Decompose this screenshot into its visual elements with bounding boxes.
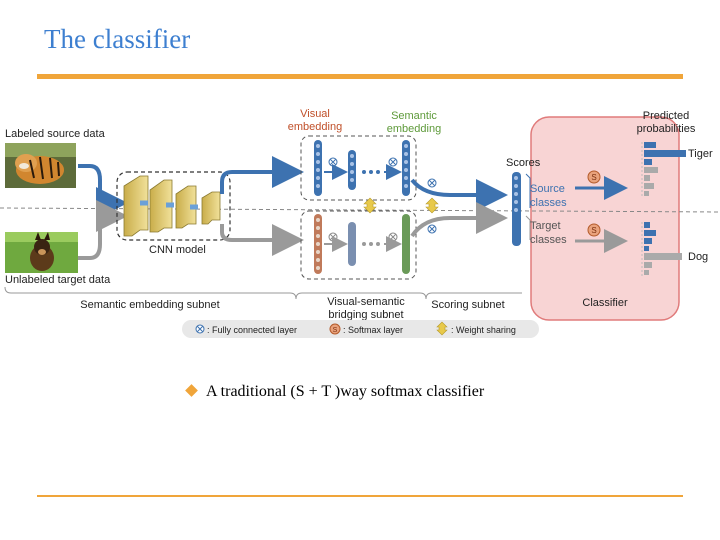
subnet-classifier-label: Classifier: [582, 297, 628, 309]
labeled-source-label: Labeled source data: [5, 128, 106, 140]
target-to-cnn-arrow: [78, 200, 128, 260]
target-embedding-box: [300, 210, 417, 280]
source-embedding-layers: [314, 140, 410, 196]
classifier-region: [530, 116, 680, 321]
dog-image: [5, 232, 78, 273]
target-embedding-layers: [314, 214, 410, 274]
svg-text:S: S: [333, 327, 338, 334]
top-rule: [37, 74, 683, 79]
source-embedding-box: [300, 135, 417, 201]
softmax-icon-target: S: [587, 223, 601, 237]
subnet-semantic-label: Semantic embedding subnet: [80, 299, 219, 311]
bottom-rule: [37, 495, 683, 497]
cnn-to-target-embedding-arrow: [220, 224, 304, 256]
target-to-scores-arrow: [410, 202, 508, 238]
scores-label: Scores: [506, 157, 541, 169]
subnet-scoring-label: Scoring subnet: [431, 299, 504, 311]
source-classes-bracket: [525, 173, 531, 208]
dog-probability-bars: [641, 222, 682, 276]
svg-text:S: S: [591, 173, 596, 182]
legend-fc-label: : Fully connected layer: [207, 325, 297, 335]
svg-text:S: S: [591, 226, 596, 235]
source-to-cnn-arrow: [78, 164, 128, 219]
tiger-label: Tiger: [688, 148, 713, 160]
cnn-layers: [123, 175, 221, 237]
bullet-text: A traditional (S + T )way softmax classi…: [206, 383, 485, 400]
legend-weight-icon: [436, 321, 448, 336]
cnn-to-source-embedding-arrow: [220, 156, 304, 194]
slide-title: The classifier: [44, 24, 191, 54]
legend-softmax-label: : Softmax layer: [343, 325, 403, 335]
weight-sharing-icon: [363, 197, 439, 214]
cnn-model-label: CNN model: [149, 244, 206, 256]
source-to-scores-arrow: [410, 178, 508, 211]
bullet-item: A traditional (S + T )way softmax classi…: [185, 383, 485, 401]
legend-box: [182, 320, 539, 338]
legend-weight-label: : Weight sharing: [451, 325, 516, 335]
classifier-diagram: Labeled source data Unlabeled target dat…: [0, 108, 720, 338]
tiger-probability-bars: [641, 142, 686, 196]
tiger-image: [5, 143, 76, 188]
subnet-brackets: [4, 286, 522, 300]
cnn-model-box: [116, 171, 231, 241]
legend-softmax-icon: S: [329, 323, 341, 335]
fc-icon-scoring: [427, 178, 437, 234]
dog-label: Dog: [688, 251, 708, 263]
legend-fc-icon: [195, 324, 205, 334]
softmax-icon-source: S: [587, 170, 601, 184]
diamond-bullet-icon: [185, 384, 198, 397]
target-classes-bracket: [525, 215, 531, 240]
unlabeled-target-label: Unlabeled target data: [5, 274, 111, 286]
